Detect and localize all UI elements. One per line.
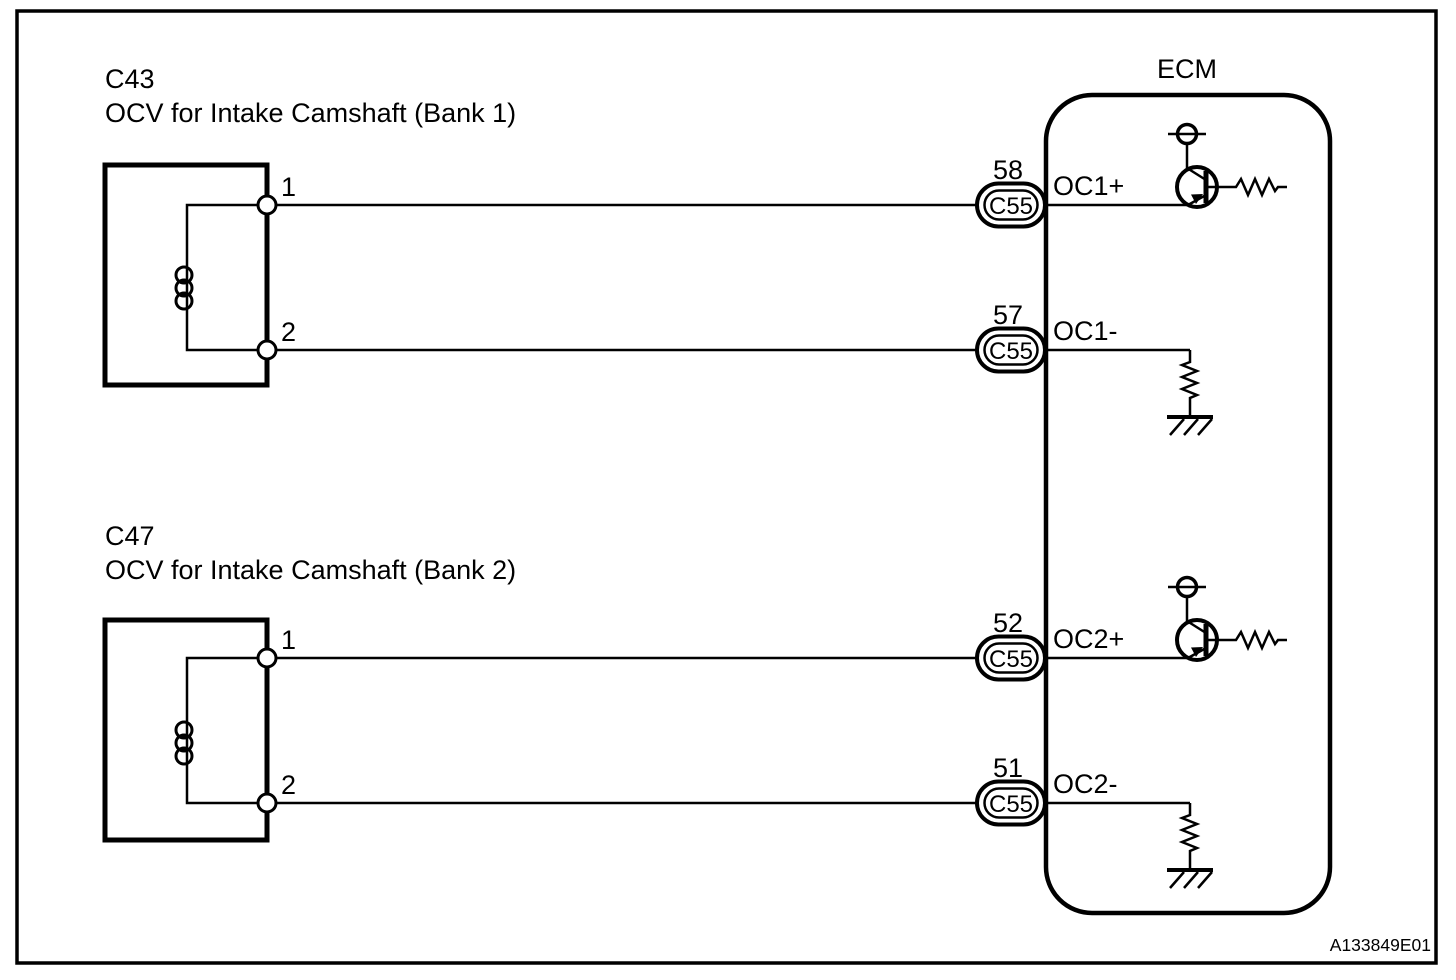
ground-hatch: [1197, 871, 1213, 889]
component-c47: C47 OCV for Intake Camshaft (Bank 2) 1 2: [102, 521, 516, 843]
coil-loop: [174, 733, 194, 753]
signal-label: OC2-: [1053, 769, 1118, 799]
terminal-2-label: 2: [281, 770, 296, 800]
pin-number-label: 58: [993, 155, 1023, 185]
pin-number-label: 57: [993, 300, 1023, 330]
internal-wire: [185, 203, 267, 352]
connector-label: C55: [989, 791, 1033, 818]
coil-loop: [174, 291, 194, 311]
signal-label: OC2+: [1053, 624, 1124, 654]
ground-hatch: [1197, 418, 1213, 436]
terminal-2-label: 2: [281, 317, 296, 347]
coil-loop: [174, 746, 194, 766]
ecm-pin-58: 58 C55 OC1+: [975, 155, 1188, 229]
coil-loop: [174, 720, 194, 740]
driver-transistor-oc1-icon: [1168, 122, 1287, 209]
connector-pill-inner: [983, 787, 1039, 819]
connector-pill-outer: [975, 779, 1047, 827]
collector-diagonal: [1186, 166, 1207, 182]
ecm-pin-51: 51 C55 OC2-: [975, 753, 1190, 827]
terminal-1-label: 1: [281, 625, 296, 655]
connector-label: C55: [989, 338, 1033, 365]
terminal-2-pin: [256, 339, 278, 361]
terminal-1-label: 1: [281, 172, 296, 202]
terminal-2-pin: [256, 792, 278, 814]
connector-label: C55: [989, 193, 1033, 220]
component-c43: C43 OCV for Intake Camshaft (Bank 1) 1 2: [102, 64, 516, 388]
pulldown-resistor-oc1-icon: [1167, 350, 1213, 436]
pin-number-label: 51: [993, 753, 1023, 783]
terminal-1-pin: [256, 194, 278, 216]
figure-code: A133849E01: [1330, 935, 1431, 955]
ecm-label: ECM: [1157, 54, 1217, 84]
supply-circle: [1175, 575, 1199, 599]
solenoid-coil-icon: [174, 265, 194, 311]
emitter-arrow: [1191, 194, 1203, 204]
emitter-arrow: [1191, 647, 1203, 657]
ecm-pin-52: 52 C55 OC2+: [975, 608, 1188, 682]
connector-pill-outer: [975, 634, 1047, 682]
component-box: [102, 162, 270, 388]
component-box: [102, 617, 270, 843]
component-code-label: C43: [105, 64, 155, 94]
base-resistor: [1206, 175, 1287, 199]
ecm-box: [1043, 92, 1333, 916]
connector-pill-outer: [975, 326, 1047, 374]
component-code-label: C47: [105, 521, 155, 551]
connector-pill-inner: [983, 189, 1039, 221]
connector-pill-inner: [983, 642, 1039, 674]
page-border: [15, 9, 1438, 965]
terminal-1-pin: [256, 647, 278, 669]
ground-hatch: [1169, 418, 1185, 436]
connector-pill-outer: [975, 181, 1047, 229]
component-name-label: OCV for Intake Camshaft (Bank 2): [105, 555, 516, 585]
ground-hatch: [1183, 871, 1199, 889]
component-name-label: OCV for Intake Camshaft (Bank 1): [105, 98, 516, 128]
signal-label: OC1+: [1053, 171, 1124, 201]
connector-label: C55: [989, 646, 1033, 673]
coil-loop: [174, 265, 194, 285]
signal-label: OC1-: [1053, 316, 1118, 346]
driver-transistor-oc2-icon: [1168, 575, 1287, 662]
ground-icon: [1169, 871, 1213, 889]
pin-number-label: 52: [993, 608, 1023, 638]
base-resistor: [1206, 628, 1287, 652]
ground-hatch: [1183, 418, 1199, 436]
supply-circle: [1175, 122, 1199, 146]
ecm-pin-57: 57 C55 OC1-: [975, 300, 1190, 374]
connector-pill-inner: [983, 334, 1039, 366]
coil-loop: [174, 278, 194, 298]
pulldown-resistor-oc2-icon: [1167, 803, 1213, 889]
ground-hatch: [1169, 871, 1185, 889]
resistor-vertical: [1178, 350, 1201, 416]
solenoid-coil-icon: [174, 720, 194, 766]
collector-diagonal: [1186, 619, 1207, 635]
ground-icon: [1169, 418, 1213, 436]
internal-wire: [185, 656, 267, 805]
ecm-block: ECM: [1043, 54, 1333, 916]
resistor-vertical: [1178, 803, 1201, 869]
